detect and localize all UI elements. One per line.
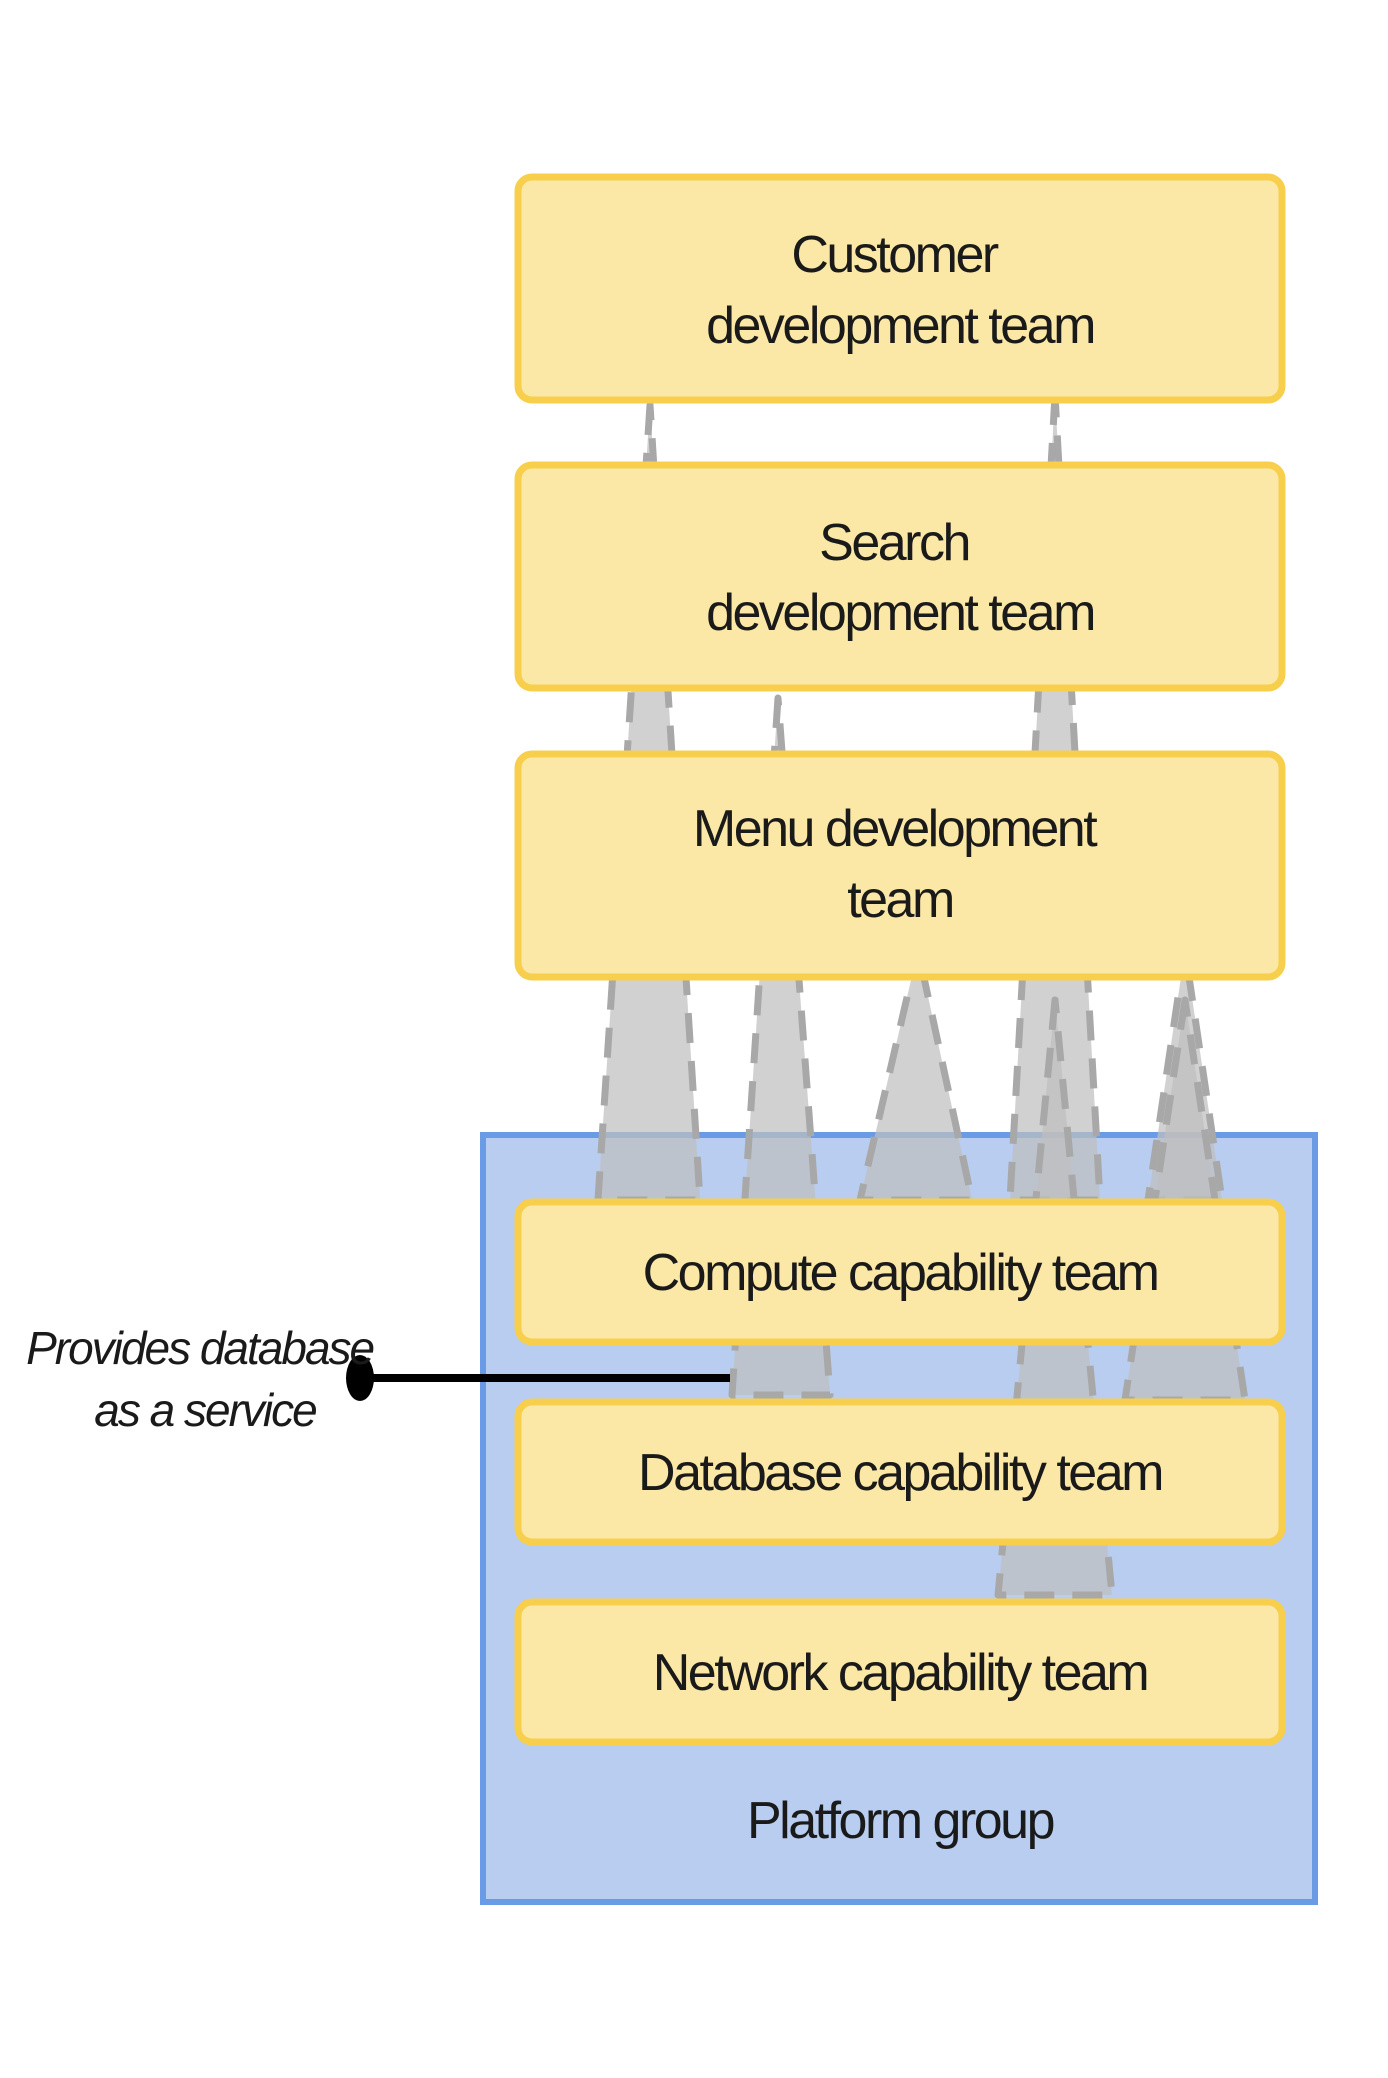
team-label-line: Menu development — [693, 800, 1098, 858]
service-cone — [856, 946, 976, 1204]
capability-team-network: Network capability team — [514, 1598, 1286, 1746]
callout-label-line: as a service — [94, 1384, 316, 1436]
callout: Provides database as a service — [26, 1322, 730, 1436]
svg-text:Menu development team: Menu development team — [693, 800, 1107, 929]
stream-team-menu: Menu development team — [514, 750, 1286, 981]
callout-label-line: Provides database — [26, 1322, 373, 1374]
svg-text:Search development team: Search development team — [706, 514, 1094, 642]
team-label-line: team — [847, 871, 953, 929]
platform-group-label: Platform group — [747, 1792, 1054, 1850]
capability-team-compute: Compute capability team — [514, 1198, 1286, 1346]
capability-team-database: Database capability team — [514, 1398, 1286, 1546]
callout-dot — [346, 1355, 374, 1401]
team-label-line: Customer — [791, 226, 999, 284]
team-box — [514, 461, 1286, 692]
svg-text:Provides database as a s: Provides database as a service — [26, 1322, 384, 1436]
team-box — [514, 1398, 1286, 1546]
team-label-line: development team — [706, 297, 1094, 355]
stream-team-customer: Customer development team — [514, 173, 1286, 404]
team-box — [514, 1198, 1286, 1346]
team-box — [514, 173, 1286, 404]
team-label-line: development team — [706, 584, 1094, 642]
team-label: Network capability team — [653, 1644, 1148, 1702]
stream-team-search: Search development team — [514, 461, 1286, 692]
team-label: Compute capability team — [643, 1244, 1158, 1302]
team-label-line: Search — [819, 514, 969, 572]
svg-text:Customer development tea: Customer development team — [706, 226, 1094, 355]
team-label: Database capability team — [638, 1444, 1162, 1502]
team-box — [514, 750, 1286, 981]
team-box — [514, 1598, 1286, 1746]
